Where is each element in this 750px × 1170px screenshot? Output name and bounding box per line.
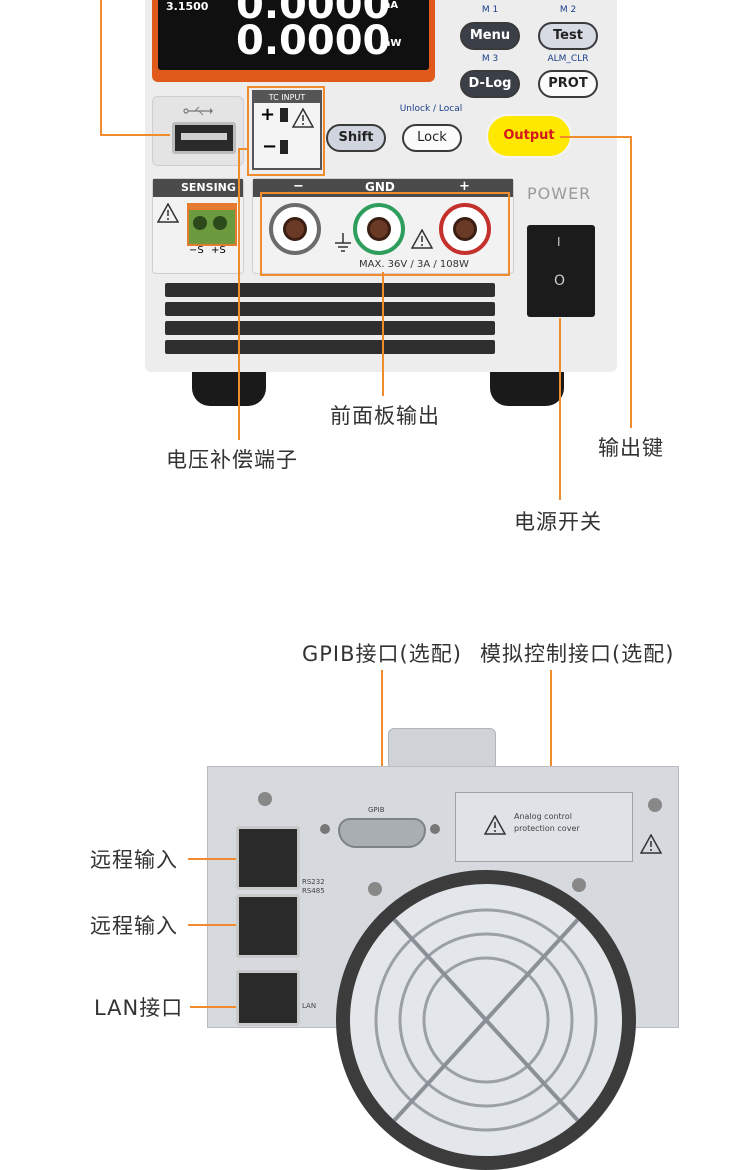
callout-line-remote-2 xyxy=(188,924,236,926)
lock-button[interactable]: Lock xyxy=(402,124,462,152)
tc-input-title: TC INPUT xyxy=(254,92,320,103)
tc-minus-sign: − xyxy=(262,136,278,157)
callout-analog: 模拟控制接口(选配) xyxy=(480,642,675,666)
rear-warning-icon xyxy=(639,833,663,858)
foot xyxy=(490,372,564,406)
tc-warning-icon xyxy=(291,107,315,132)
usb-port[interactable] xyxy=(172,122,236,154)
terminal-minus[interactable] xyxy=(269,203,321,255)
ground-icon xyxy=(333,233,353,257)
sensing-terminal[interactable] xyxy=(187,203,237,246)
display-small-value: 3.1500 xyxy=(166,0,209,13)
terminal-gnd-label: GND xyxy=(365,180,395,194)
callout-line-output xyxy=(560,136,632,138)
prot-button[interactable]: PROT xyxy=(538,70,598,98)
fan-guard xyxy=(336,870,636,1170)
callout-line-lan xyxy=(190,1006,236,1008)
power-off-mark: O xyxy=(554,273,566,289)
power-on-mark: I xyxy=(557,235,561,249)
vent-slot xyxy=(165,321,495,335)
m2-label: M 2 xyxy=(559,5,577,15)
lan-label: LAN xyxy=(302,1002,317,1010)
callout-line-output xyxy=(630,136,632,428)
callout-line-analog xyxy=(550,670,552,822)
power-title: POWER xyxy=(527,184,592,203)
callout-power-switch: 电源开关 xyxy=(514,510,602,534)
callout-line-tc xyxy=(238,148,240,440)
vent-slot xyxy=(165,283,495,297)
rear-handle xyxy=(388,728,496,772)
callout-line-gpib xyxy=(381,670,383,826)
screw-icon xyxy=(572,878,586,892)
foot xyxy=(192,372,266,406)
callout-box-terminals xyxy=(260,192,510,276)
sensing-minus-label: −S xyxy=(189,245,204,256)
callout-line-usb xyxy=(100,0,102,135)
gpib-connector[interactable] xyxy=(338,818,426,848)
dlog-button[interactable]: D-Log xyxy=(460,70,520,98)
analog-warning-icon xyxy=(483,814,507,839)
usb-icon xyxy=(183,102,213,116)
callout-remote-input-2: 远程输入 xyxy=(90,914,178,938)
vent-slot xyxy=(165,340,495,354)
unlock-local-label: Unlock / Local xyxy=(399,104,463,114)
test-button[interactable]: Test xyxy=(538,22,598,50)
remote-input-port-1[interactable] xyxy=(236,826,300,890)
sensing-plus-label: +S xyxy=(211,245,226,256)
terminal-plus-label: + xyxy=(459,179,470,194)
callout-voltage-comp: 电压补偿端子 xyxy=(166,448,298,472)
sensing-block: SENSING −S +S xyxy=(152,178,244,274)
terminal-minus-label: − xyxy=(293,179,304,194)
callout-line-remote-1 xyxy=(188,858,236,860)
output-button[interactable]: Output xyxy=(488,116,570,156)
callout-line-power xyxy=(559,318,561,500)
menu-button[interactable]: Menu xyxy=(460,22,520,50)
display-current-reading: 0.0000 xyxy=(236,0,391,28)
sensing-title: SENSING xyxy=(153,179,243,197)
m3-label: M 3 xyxy=(481,54,499,64)
screw-icon xyxy=(648,798,662,812)
sensing-warning-icon xyxy=(156,202,180,227)
alm-clr-label: ALM_CLR xyxy=(547,54,589,64)
callout-lan: LAN接口 xyxy=(94,996,184,1020)
power-switch[interactable]: I O xyxy=(527,225,595,317)
lcd-display: 3.1500 0.0000 mA 0.0000 mW xyxy=(152,0,435,82)
tc-plus-sign: + xyxy=(260,104,276,125)
screw-icon xyxy=(320,824,330,834)
display-power-unit: mW xyxy=(380,38,402,49)
rs232-label: RS232 RS485 xyxy=(302,878,325,895)
callout-line-tc xyxy=(238,148,248,150)
screw-icon xyxy=(258,792,272,806)
display-power-reading: 0.0000 xyxy=(236,18,391,64)
analog-control-cover[interactable]: Analog control protection cover xyxy=(455,792,633,862)
tc-input-block: TC INPUT + − xyxy=(252,90,322,170)
shift-button[interactable]: Shift xyxy=(326,124,386,152)
callout-line-usb xyxy=(100,134,170,136)
callout-output-key: 输出键 xyxy=(598,436,664,460)
tc-plus-terminal[interactable] xyxy=(280,108,288,122)
screw-icon xyxy=(368,882,382,896)
screw-icon xyxy=(430,824,440,834)
terminal-plus[interactable] xyxy=(439,203,491,255)
callout-line-terminals xyxy=(382,272,384,396)
lan-port[interactable] xyxy=(236,970,300,1026)
callout-front-output: 前面板输出 xyxy=(330,404,440,428)
vent-slot xyxy=(165,302,495,316)
analog-cover-text: Analog control protection cover xyxy=(514,812,580,833)
m1-label: M 1 xyxy=(481,5,499,15)
terminal-gnd[interactable] xyxy=(353,203,405,255)
remote-input-port-2[interactable] xyxy=(236,894,300,958)
callout-remote-input-1: 远程输入 xyxy=(90,848,178,872)
callout-gpib: GPIB接口(选配) xyxy=(302,642,462,666)
terminal-rating: MAX. 36V / 3A / 108W xyxy=(359,259,469,270)
display-current-unit: mA xyxy=(380,0,399,11)
tc-minus-terminal[interactable] xyxy=(280,140,288,154)
terminal-warning-icon xyxy=(410,228,434,253)
gpib-label: GPIB xyxy=(368,806,385,814)
callout-box-tc xyxy=(247,86,325,176)
